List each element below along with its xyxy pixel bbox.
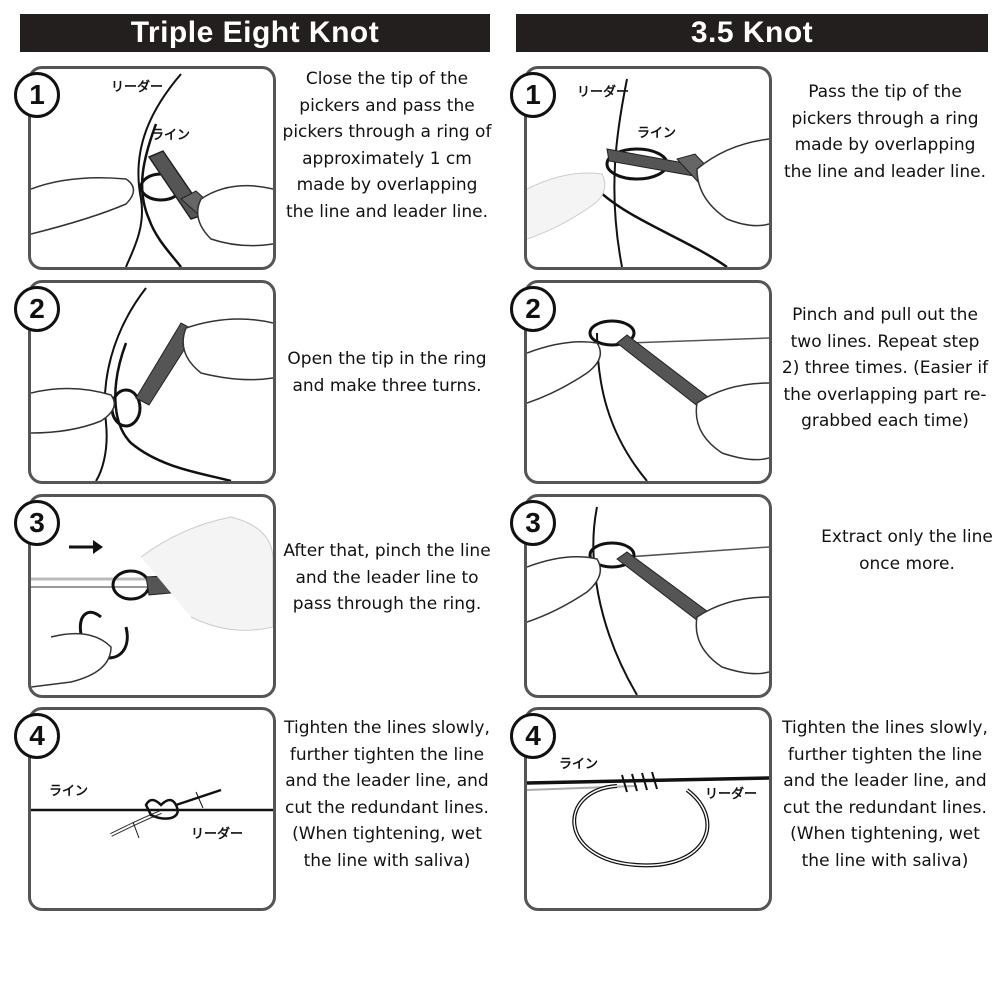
triple-eight-knot-title: Triple Eight Knot <box>20 14 490 52</box>
left-step-3-illustration <box>28 494 276 698</box>
right-step-1-illustration: リーダー ライン <box>524 66 772 270</box>
left-step-3-description: After that, pinch the line and the leade… <box>283 541 491 614</box>
right-step-1-label-leader: リーダー <box>577 84 629 100</box>
left-step-4-description: Tighten the lines slowly, further tighte… <box>284 718 490 871</box>
step-number-badge: 2 <box>510 286 556 332</box>
right-step-3-description: Extract only the line once more. <box>821 527 993 574</box>
step-number-badge: 2 <box>14 286 60 332</box>
left-step-1-label-leader: リーダー <box>111 79 163 95</box>
left-step-4-label-line: ライン <box>49 784 88 799</box>
right-step-4-label-line: ライン <box>559 757 598 772</box>
right-step-2-illustration <box>524 280 772 484</box>
left-step-1-description: Close the tip of the pickers and pass th… <box>282 69 492 222</box>
right-step-4-label-leader: リーダー <box>705 786 757 802</box>
left-step-1-label-line: ライン <box>151 128 190 143</box>
right-step-1-description: Pass the tip of the pickers through a ri… <box>783 82 987 182</box>
three-point-five-knot-column: 3.5 Knot リーダー ライン 1 Pass the tip of the … <box>510 0 1000 1000</box>
right-step-2-description: Pinch and pull out the two lines. Repeat… <box>781 305 989 431</box>
left-step-4-label-leader: リーダー <box>191 826 243 842</box>
right-step-4-illustration: ライン リーダー <box>524 707 772 911</box>
triple-eight-knot-column: Triple Eight Knot リーダー ライン 1 Close the t… <box>14 0 510 1000</box>
step-number-badge: 1 <box>14 72 60 118</box>
step-number-badge: 3 <box>510 500 556 546</box>
right-step-3-illustration <box>524 494 772 698</box>
right-step-4-description: Tighten the lines slowly, further tighte… <box>782 718 988 871</box>
left-step-1-illustration: リーダー ライン <box>28 66 276 270</box>
left-step-4-illustration: ライン リーダー <box>28 707 276 911</box>
step-number-badge: 1 <box>510 72 556 118</box>
left-step-2-illustration <box>28 280 276 484</box>
left-step-2-description: Open the tip in the ring and make three … <box>287 349 487 396</box>
step-number-badge: 4 <box>14 713 60 759</box>
right-step-1-label-line: ライン <box>637 126 676 141</box>
three-point-five-knot-title: 3.5 Knot <box>516 14 988 52</box>
step-number-badge: 3 <box>14 500 60 546</box>
step-number-badge: 4 <box>510 713 556 759</box>
